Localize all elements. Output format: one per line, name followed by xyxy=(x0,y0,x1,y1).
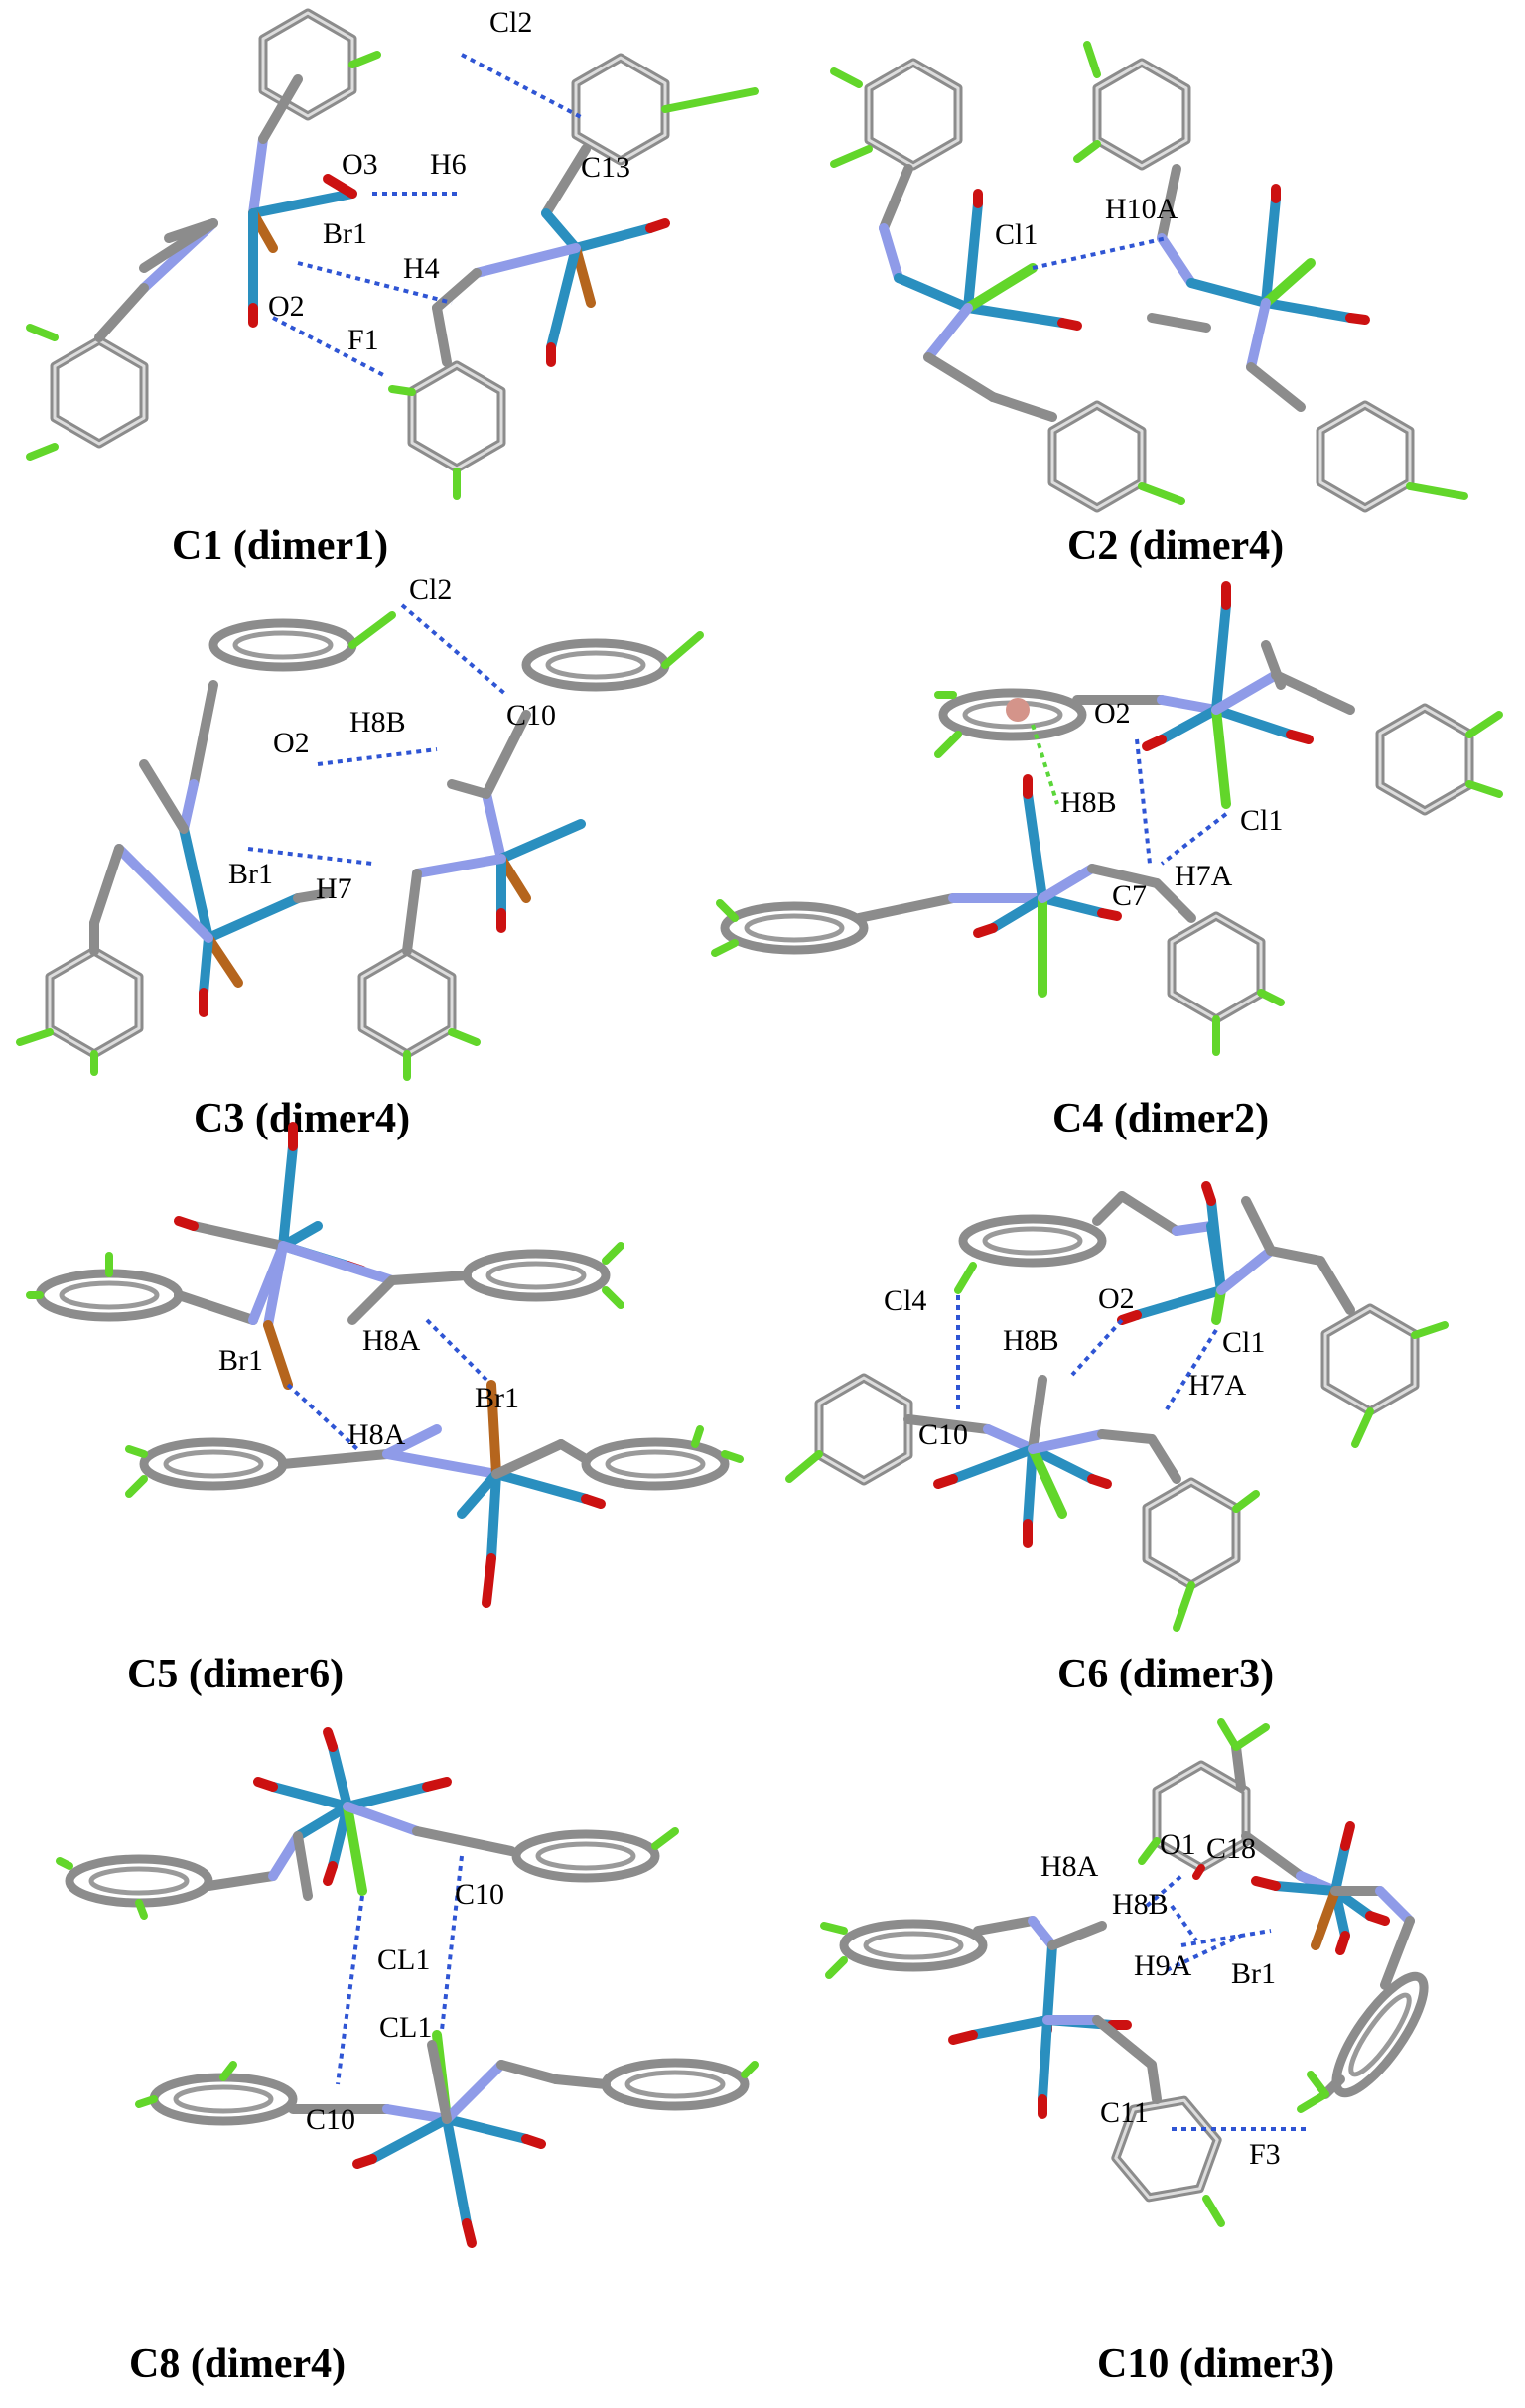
molecule-c10-lower xyxy=(820,1916,1226,2227)
hbond-c1-br1-h4 xyxy=(297,261,453,305)
panel-c8: C10 CL1 CL1 C10 C8 (dimer4) xyxy=(56,1727,759,2387)
hbond-c4-o2-h7a xyxy=(1135,738,1152,865)
label-c2-h10a: H10A xyxy=(1105,193,1178,225)
molecule-c8-lower xyxy=(135,2030,759,2248)
label-c5-h8a-lower: H8A xyxy=(347,1418,406,1451)
panel-c2: Cl1 H10A C2 (dimer4) xyxy=(830,41,1468,569)
label-c8-cl1-lower: CL1 xyxy=(379,2011,432,2044)
hbond-c1-o2-f1 xyxy=(272,316,388,379)
label-c6-h7a: H7A xyxy=(1188,1369,1247,1402)
molecule-c6-upper xyxy=(954,1181,1449,1448)
hbond-c10-h9a-c18 xyxy=(1166,1934,1242,1972)
panel-c4: O2 H8B Cl1 H7A C7 C4 (dimer2) xyxy=(711,581,1503,1141)
label-c3-br1: Br1 xyxy=(228,858,273,890)
molecule-c3-left xyxy=(16,611,396,1076)
label-c4-h8b: H8B xyxy=(1060,786,1117,819)
hbond-c1-cl2-c13 xyxy=(461,53,582,119)
label-c5-h8a-upper: H8A xyxy=(362,1324,421,1357)
label-c8-c10-upper: C10 xyxy=(455,1878,504,1911)
caption-c10: C10 (dimer3) xyxy=(1097,2341,1334,2387)
label-c1-o3: O3 xyxy=(342,148,378,181)
hbond-c10-h8a-o1 xyxy=(1145,1874,1183,1908)
caption-c2: C2 (dimer4) xyxy=(1067,523,1284,569)
label-c4-o2: O2 xyxy=(1094,697,1131,730)
label-c6-cl4: Cl4 xyxy=(884,1284,926,1317)
label-c4-c7: C7 xyxy=(1112,879,1147,912)
label-c1-f1: F1 xyxy=(347,324,379,356)
label-c10-c11: C11 xyxy=(1100,2096,1149,2129)
hbond-c10-o1-h8b xyxy=(1170,1904,1198,1942)
molecule-c1-left xyxy=(26,13,381,461)
label-c10-h8a: H8A xyxy=(1040,1850,1099,1883)
caption-c1: C1 (dimer1) xyxy=(172,523,388,569)
label-c1-h6: H6 xyxy=(430,148,467,181)
label-c4-h7a: H7A xyxy=(1175,860,1233,892)
caption-c4: C4 (dimer2) xyxy=(1052,1096,1269,1141)
label-c1-h4: H4 xyxy=(403,252,440,285)
caption-c5: C5 (dimer6) xyxy=(127,1652,344,1697)
label-c10-h9a: H9A xyxy=(1134,1949,1192,1982)
label-c1-c13: C13 xyxy=(581,151,630,184)
hbond-c5-h8a-br1-upper xyxy=(425,1318,488,1382)
label-c1-cl2: Cl2 xyxy=(489,6,532,39)
caption-c3: C3 (dimer4) xyxy=(194,1096,410,1141)
label-c3-c10: C10 xyxy=(506,699,556,732)
panel-c6: Cl4 O2 H8B Cl1 H7A C10 C6 (dimer3) xyxy=(785,1181,1449,1697)
molecule-c6-lower xyxy=(785,1378,1260,1632)
label-c1-br1: Br1 xyxy=(323,217,367,250)
label-c10-o1: O1 xyxy=(1160,1828,1196,1861)
label-c10-br1: Br1 xyxy=(1231,1957,1276,1990)
label-c3-cl2: Cl2 xyxy=(409,573,452,605)
label-c1-o2: O2 xyxy=(268,290,305,323)
label-c2-cl1: Cl1 xyxy=(995,218,1038,251)
molecule-c1-right xyxy=(388,58,759,500)
label-c3-h8b: H8B xyxy=(349,706,406,738)
label-c8-cl1-upper: CL1 xyxy=(377,1943,430,1976)
hbond-c3-cl2-c10 xyxy=(400,603,508,697)
molecule-c8-upper xyxy=(56,1727,679,1920)
molecule-c4-lower xyxy=(711,774,1285,1056)
label-c4-cl1: Cl1 xyxy=(1240,804,1283,837)
label-c3-o2: O2 xyxy=(273,727,310,759)
label-c5-br1-right: Br1 xyxy=(475,1382,519,1414)
panel-c3: Cl2 C10 O2 H8B Br1 H7 C3 (dimer4) xyxy=(16,573,704,1141)
molecule-c5-lower xyxy=(125,1380,744,1608)
caption-c8: C8 (dimer4) xyxy=(129,2341,346,2387)
molecule-c2-left xyxy=(830,63,1185,508)
hbond-c4-centroid-h8b xyxy=(1031,724,1059,805)
hbond-c6-o2-h8b xyxy=(1070,1318,1124,1377)
molecule-c4-upper xyxy=(934,581,1503,811)
hbond-c8-cl1-c10-left xyxy=(336,1895,364,2085)
molecule-c2-right xyxy=(1073,41,1468,508)
molecule-c3-right xyxy=(362,631,704,1081)
panel-c5: H8A Br1 Br1 H8A C5 (dimer6) xyxy=(26,1122,744,1697)
molecule-c10-upper xyxy=(1138,1718,1438,2113)
panel-c10: O1 C18 H8A H8B H9A Br1 C11 F3 C10 (dimer… xyxy=(820,1718,1438,2387)
hbond-c3-o2-h8b xyxy=(317,747,438,766)
label-c6-cl1: Cl1 xyxy=(1222,1326,1265,1359)
hbond-c3-br1-h7 xyxy=(247,847,373,866)
label-c6-o2: O2 xyxy=(1098,1282,1135,1315)
label-c3-h7: H7 xyxy=(316,872,352,905)
label-c10-h8b: H8B xyxy=(1112,1888,1169,1921)
label-c6-c10: C10 xyxy=(918,1418,968,1451)
label-c8-c10-lower: C10 xyxy=(306,2103,355,2136)
label-c5-br1-left: Br1 xyxy=(218,1344,263,1377)
caption-c6: C6 (dimer3) xyxy=(1057,1652,1274,1697)
molecule-c5-upper xyxy=(26,1122,624,1390)
label-c10-f3: F3 xyxy=(1249,2138,1281,2171)
hbond-c4-cl1-h7a xyxy=(1160,812,1228,866)
label-c6-h8b: H8B xyxy=(1003,1324,1059,1357)
panel-c1: Cl2 O3 H6 C13 Br1 H4 O2 F1 C1 (dimer1) xyxy=(26,6,759,569)
hbond-c2-cl1-h10a xyxy=(1032,236,1168,270)
label-c10-c18: C18 xyxy=(1206,1832,1256,1865)
